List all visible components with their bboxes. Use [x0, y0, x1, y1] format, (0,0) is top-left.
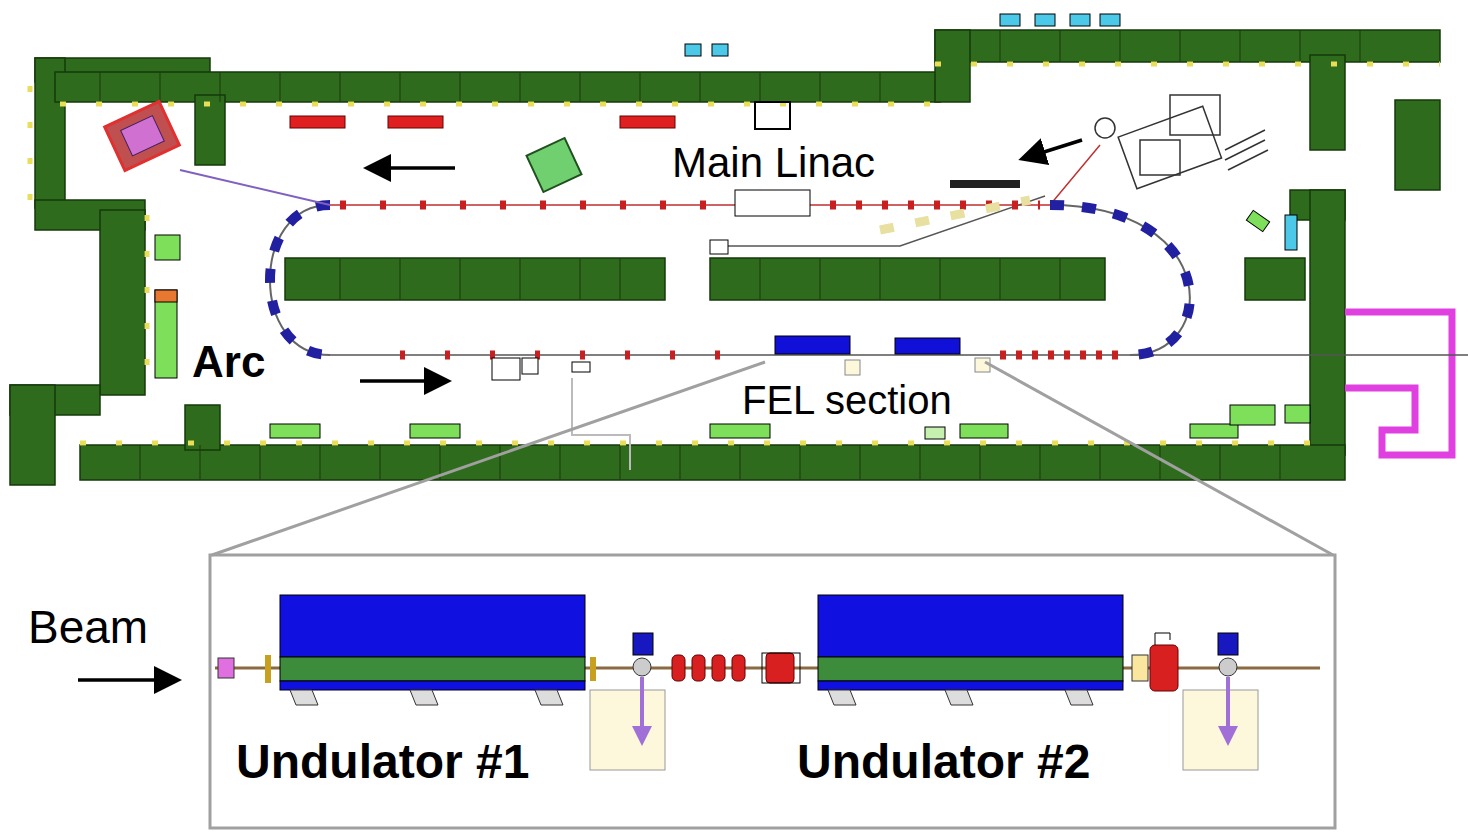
- radiation-port: [845, 360, 860, 375]
- section-label: Arc: [192, 337, 265, 386]
- undulator: [895, 338, 960, 354]
- part-name: Undulator #1: [236, 735, 529, 788]
- zoom-line: [210, 362, 1335, 828]
- dump-shield: [1345, 312, 1452, 455]
- injector: [1095, 95, 1268, 189]
- direction-label-holder: Beam: [28, 602, 148, 653]
- beam-dump: [121, 116, 165, 156]
- part-name-holder: Undulator #1: [236, 736, 529, 789]
- undulator: [775, 336, 850, 354]
- part-name: Undulator #2: [797, 735, 1090, 788]
- section-label-holder: Arc: [192, 338, 265, 386]
- direction-label: Beam: [28, 601, 148, 653]
- magnet: [950, 180, 1020, 188]
- flow-arrow: [360, 140, 1082, 381]
- magnet: [710, 240, 728, 254]
- wall-block-joints: [100, 30, 1360, 480]
- beam-dump: [105, 102, 180, 171]
- section-label-holder: Main Linac: [672, 140, 875, 186]
- equipment: [527, 138, 582, 192]
- section-label: FEL section: [742, 378, 952, 422]
- wall-markers: [30, 60, 1440, 443]
- main-linac-cryomodule: [735, 190, 810, 216]
- section-label-holder: FEL section: [742, 378, 952, 422]
- beam-monitor: [492, 358, 630, 470]
- section-label: Main Linac: [672, 139, 875, 186]
- part-name-holder: Undulator #2: [797, 736, 1090, 789]
- shield-wall: [10, 30, 1440, 485]
- rack: [155, 14, 1310, 439]
